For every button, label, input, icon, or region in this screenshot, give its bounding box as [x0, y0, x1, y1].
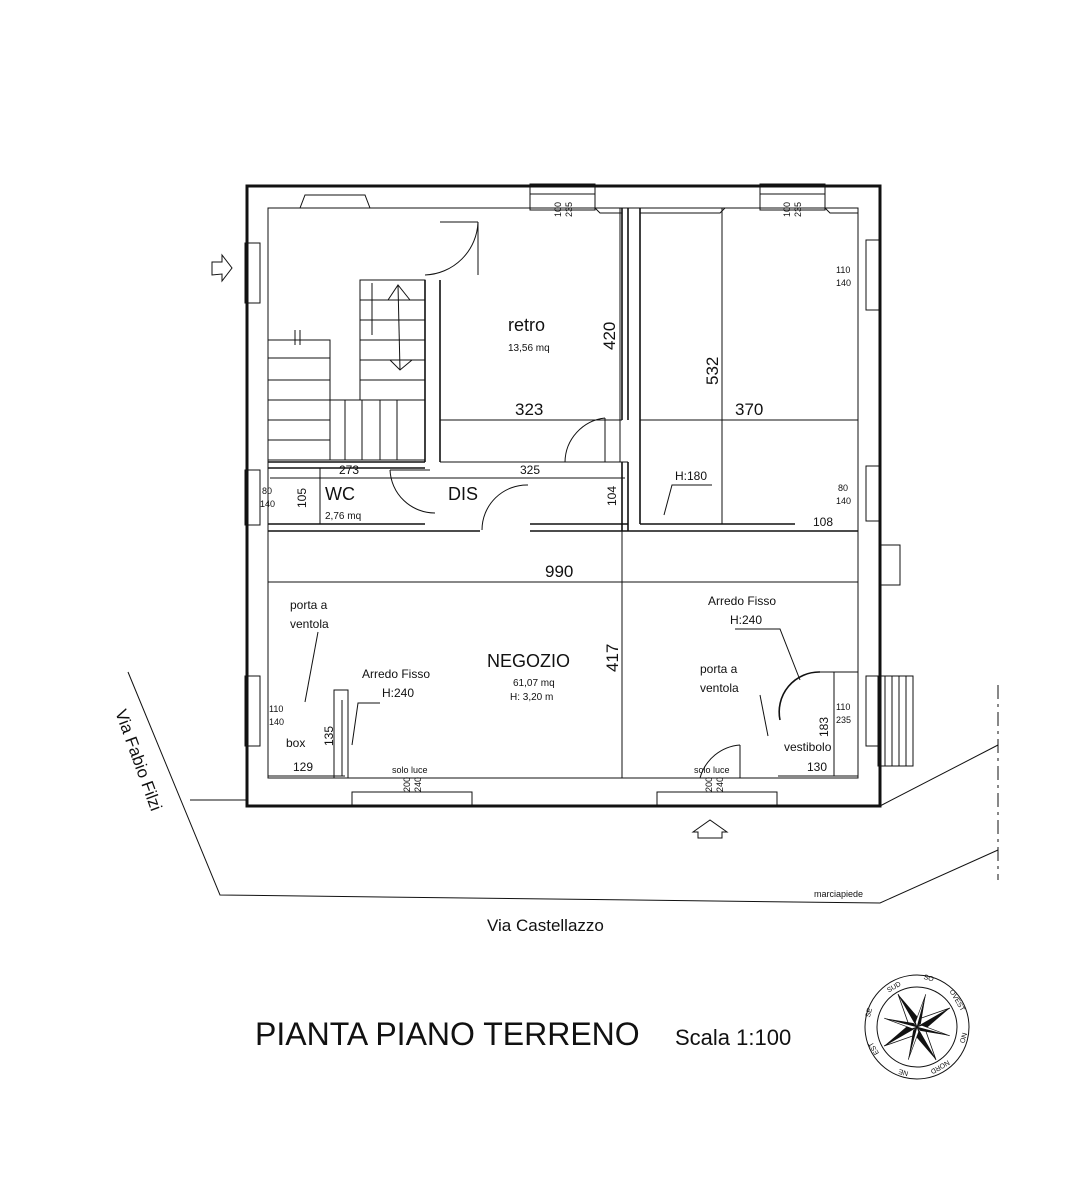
street-filzi: Via Fabio Filzi — [111, 707, 165, 814]
label-porta-right-2: ventola — [700, 681, 739, 695]
compass-no: NO — [958, 1032, 968, 1044]
room-retro-area: 13,56 mq — [508, 343, 550, 354]
room-dis-name: DIS — [448, 484, 478, 504]
win-r1-b: 140 — [836, 278, 851, 288]
win-top2-a: 100 — [782, 202, 792, 217]
win-r2-a: 80 — [838, 483, 848, 493]
compass-ovest: OVEST — [948, 989, 966, 1014]
label-porta-right-1: porta a — [700, 662, 738, 676]
room-negozio-height: H: 3,20 m — [510, 692, 553, 703]
label-arredo-left-1: Arredo Fisso — [362, 667, 430, 681]
compass-nord: NORD — [929, 1058, 950, 1074]
dim-183: 183 — [817, 717, 831, 737]
dim-370: 370 — [735, 400, 763, 419]
dim-532: 532 — [703, 357, 722, 385]
label-arredo-right-2: H:240 — [730, 613, 762, 627]
staircase — [267, 279, 426, 461]
scale-label: Scala 1:100 — [675, 1025, 791, 1050]
site-context — [127, 253, 999, 904]
win-top1-b: 235 — [564, 202, 574, 217]
dim-105: 105 — [295, 488, 309, 508]
sidewalk-label: marciapiede — [814, 889, 863, 899]
dim-273: 273 — [339, 463, 359, 477]
room-box-name: box — [286, 736, 305, 750]
sl1-a: 200 — [402, 777, 412, 792]
label-porta-left-2: ventola — [290, 617, 329, 631]
interior-walls — [268, 194, 859, 532]
win-r3-a: 110 — [836, 702, 850, 712]
dim-417: 417 — [603, 644, 622, 672]
sl2-b: 240 — [715, 777, 725, 792]
dim-130: 130 — [807, 760, 827, 774]
win-top1-a: 100 — [553, 202, 563, 217]
room-vestibolo-name: vestibolo — [784, 740, 832, 754]
door-swings — [389, 221, 858, 779]
dim-323: 323 — [515, 400, 543, 419]
win-r2-b: 140 — [836, 496, 851, 506]
label-arredo-left-2: H:240 — [382, 686, 414, 700]
room-negozio-name: NEGOZIO — [487, 651, 570, 671]
win-top2-b: 235 — [793, 202, 803, 217]
dim-108: 108 — [813, 515, 833, 529]
compass-rose-icon: NORD NE EST SE SUD SO OVEST NO — [864, 974, 970, 1080]
label-h180: H:180 — [675, 469, 707, 483]
dim-325: 325 — [520, 463, 540, 477]
dimension-lines — [268, 208, 858, 779]
win-l1-a: 80 — [262, 486, 272, 496]
room-retro-name: retro — [508, 315, 545, 335]
room-negozio-area: 61,07 mq — [513, 678, 555, 689]
win-r1-a: 110 — [836, 265, 850, 275]
compass-so: SO — [923, 974, 935, 984]
win-l1-b: 140 — [260, 499, 275, 509]
dim-129: 129 — [293, 760, 313, 774]
label-porta-left-1: porta a — [290, 598, 328, 612]
leader-lines — [304, 484, 801, 746]
dim-990: 990 — [545, 562, 573, 581]
label-solo-luce-2: solo luce — [694, 765, 730, 775]
room-wc-name: WC — [325, 484, 355, 504]
win-l2-a: 110 — [269, 704, 283, 714]
page-title: PIANTA PIANO TERRENO — [255, 1016, 640, 1052]
sl1-b: 240 — [413, 777, 423, 792]
room-wc-area: 2,76 mq — [325, 511, 361, 522]
label-solo-luce-1: solo luce — [392, 765, 428, 775]
dim-135: 135 — [322, 726, 336, 746]
dim-104: 104 — [605, 486, 619, 506]
win-r3-b: 235 — [836, 715, 851, 725]
windows — [244, 183, 914, 807]
compass-est: EST — [868, 1040, 881, 1056]
compass-ne: NE — [898, 1067, 910, 1076]
compass-se: SE — [865, 1007, 874, 1018]
label-arredo-right-1: Arredo Fisso — [708, 594, 776, 608]
street-castellazzo: Via Castellazzo — [487, 916, 604, 935]
sl2-a: 200 — [704, 777, 714, 792]
dim-420: 420 — [600, 322, 619, 350]
win-l2-b: 140 — [269, 717, 284, 727]
